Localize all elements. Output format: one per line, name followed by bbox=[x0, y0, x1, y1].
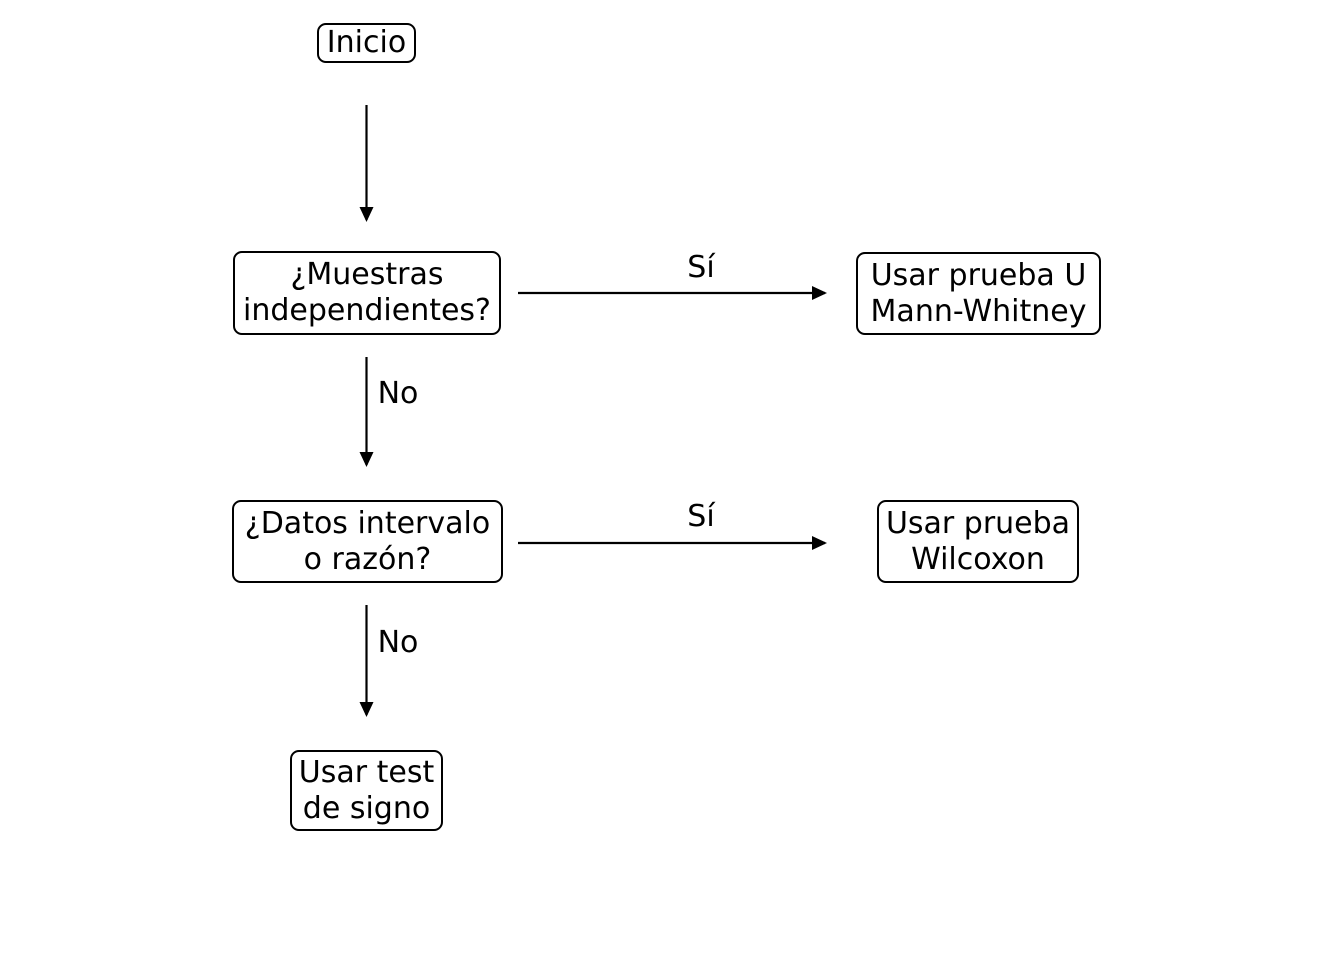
node-usar-prueba-u-mann-whitney: Usar prueba U Mann-Whitney bbox=[856, 252, 1101, 335]
node-usar-test-de-signo: Usar test de signo bbox=[290, 750, 443, 831]
node-inicio: Inicio bbox=[317, 23, 416, 63]
node-q-datos-intervalo-razon: ¿Datos intervalo o razón? bbox=[232, 500, 503, 583]
node-q-muestras-independientes: ¿Muestras independientes? bbox=[233, 251, 501, 335]
edge-label-no-q-datos: No bbox=[375, 376, 421, 412]
node-usar-prueba-wilcoxon: Usar prueba Wilcoxon bbox=[877, 500, 1079, 583]
edge-label-si-mann-whitney: Sí bbox=[685, 250, 717, 286]
edge-label-si-wilcoxon: Sí bbox=[685, 499, 717, 535]
edge-label-no-test-signo: No bbox=[375, 625, 421, 661]
